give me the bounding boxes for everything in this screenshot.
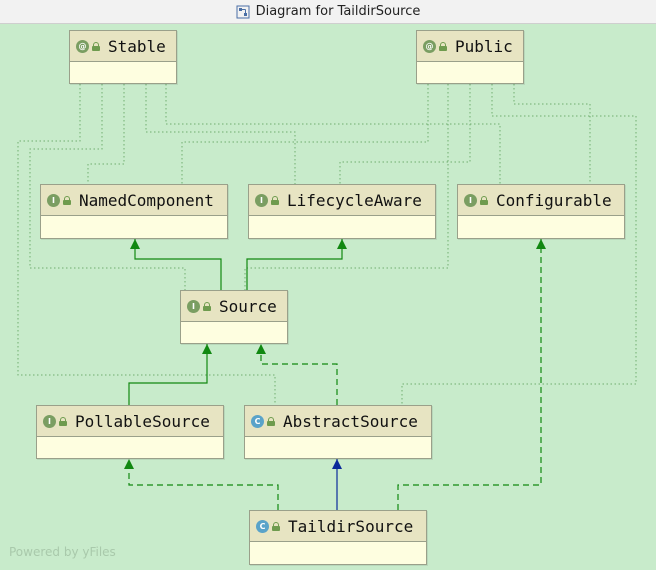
node-header: I PollableSource: [37, 406, 223, 437]
node-header: @ Public: [417, 31, 523, 62]
class-icon: C: [251, 414, 264, 428]
annotation-links: [17, 84, 637, 405]
node-header: C AbstractSource: [245, 406, 431, 437]
watermark: Powered by yFiles: [9, 545, 116, 559]
node-namedcomponent[interactable]: I NamedComponent: [40, 184, 228, 239]
interface-icon: I: [43, 414, 56, 428]
node-label: Stable: [108, 36, 166, 56]
window-title: Diagram for TaildirSource: [255, 4, 421, 19]
node-label: Source: [219, 296, 277, 316]
annotation-link: [339, 84, 471, 184]
node-label: TaildirSource: [288, 516, 414, 536]
node-configurable[interactable]: I Configurable: [457, 184, 625, 239]
node-header: @ Stable: [70, 31, 176, 62]
node-header: C TaildirSource: [250, 511, 426, 542]
lock-icon: [271, 195, 279, 205]
interface-icon: I: [464, 193, 477, 207]
node-body: [458, 216, 624, 238]
node-public[interactable]: @ Public: [416, 30, 524, 84]
edge-abstract-to-source: [256, 344, 338, 405]
annotation-link: [244, 84, 449, 290]
node-body: [250, 542, 426, 564]
node-header: I LifecycleAware: [249, 185, 435, 216]
class-icon: C: [256, 519, 269, 533]
node-header: I NamedComponent: [41, 185, 227, 216]
title-bar: Diagram for TaildirSource: [0, 0, 656, 24]
node-label: Configurable: [496, 190, 612, 210]
node-header: I Source: [181, 291, 287, 322]
annotation-link: [165, 84, 501, 184]
node-body: [249, 216, 435, 238]
edge-taildir-to-pollable: [124, 459, 279, 510]
node-body: [245, 437, 431, 459]
edge-source-to-namedcomponent: [130, 239, 222, 290]
node-label: Public: [455, 36, 513, 56]
node-label: AbstractSource: [283, 411, 418, 431]
annotation-icon: @: [423, 39, 436, 53]
node-abstractsource[interactable]: C AbstractSource: [244, 405, 432, 459]
interface-icon: I: [255, 193, 268, 207]
node-lifecycleaware[interactable]: I LifecycleAware: [248, 184, 436, 239]
annotation-link: [401, 84, 637, 405]
edge-pollable-to-source: [128, 344, 212, 405]
interface-icon: I: [187, 299, 200, 313]
node-body: [70, 62, 176, 84]
edges-layer: [17, 84, 637, 510]
lock-icon: [272, 521, 280, 531]
annotation-link: [145, 84, 296, 184]
lock-icon: [480, 195, 488, 205]
diagram-icon: [236, 5, 250, 18]
node-header: I Configurable: [458, 185, 624, 216]
edge-taildir-to-configurable: [397, 239, 546, 510]
annotation-link: [87, 84, 125, 184]
node-body: [417, 62, 523, 84]
node-label: NamedComponent: [79, 190, 214, 210]
lock-icon: [63, 195, 71, 205]
node-body: [37, 437, 223, 459]
annotation-link: [513, 84, 591, 184]
node-label: LifecycleAware: [287, 190, 422, 210]
diagram-canvas[interactable]: @ Stable @ Public I NamedComponent: [0, 24, 656, 570]
interface-icon: I: [47, 193, 60, 207]
annotation-link: [181, 84, 429, 184]
node-taildirsource[interactable]: C TaildirSource: [249, 510, 427, 565]
edge-source-to-lifecycleaware: [246, 239, 347, 290]
lock-icon: [92, 41, 100, 51]
node-body: [181, 322, 287, 344]
node-source[interactable]: I Source: [180, 290, 288, 344]
node-stable[interactable]: @ Stable: [69, 30, 177, 84]
lock-icon: [203, 301, 211, 311]
lock-icon: [439, 41, 447, 51]
annotation-link: [29, 84, 186, 290]
lock-icon: [267, 416, 275, 426]
annotation-link: [17, 84, 276, 405]
lock-icon: [59, 416, 67, 426]
annotation-icon: @: [76, 39, 89, 53]
node-pollablesource[interactable]: I PollableSource: [36, 405, 224, 459]
node-body: [41, 216, 227, 238]
node-label: PollableSource: [75, 411, 210, 431]
